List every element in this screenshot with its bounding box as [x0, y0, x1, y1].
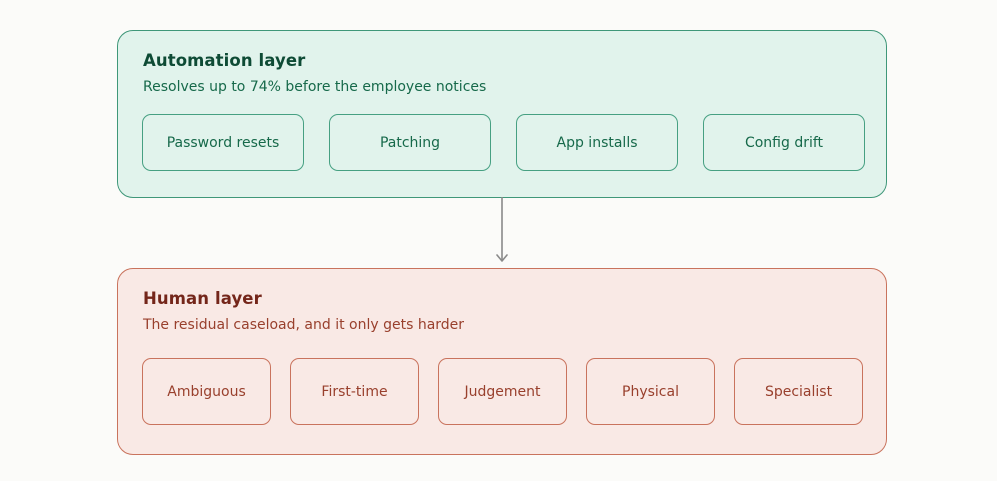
human-case-judgement: Judgement — [438, 358, 567, 425]
automation-task-patching: Patching — [329, 114, 491, 171]
human-layer-panel: Human layer The residual caseload, and i… — [117, 268, 887, 455]
automation-layer-title: Automation layer — [143, 51, 306, 70]
automation-task-app-installs: App installs — [516, 114, 678, 171]
automation-task-config-drift: Config drift — [703, 114, 865, 171]
human-case-first-time: First-time — [290, 358, 419, 425]
automation-task-list: Password resets Patching App installs Co… — [142, 114, 865, 171]
automation-layer-panel: Automation layer Resolves up to 74% befo… — [117, 30, 887, 198]
human-case-ambiguous: Ambiguous — [142, 358, 271, 425]
human-case-specialist: Specialist — [734, 358, 863, 425]
human-layer-title: Human layer — [143, 289, 262, 308]
automation-task-password-resets: Password resets — [142, 114, 304, 171]
human-case-physical: Physical — [586, 358, 715, 425]
arrow-head — [496, 254, 508, 262]
down-arrow-connector — [496, 197, 508, 262]
automation-layer-subtitle: Resolves up to 74% before the employee n… — [143, 79, 487, 95]
human-case-list: Ambiguous First-time Judgement Physical … — [142, 358, 863, 425]
human-layer-subtitle: The residual caseload, and it only gets … — [143, 317, 465, 333]
